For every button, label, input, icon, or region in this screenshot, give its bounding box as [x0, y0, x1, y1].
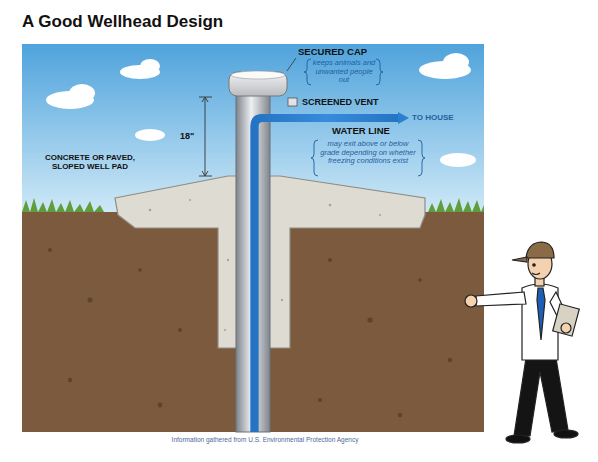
soil-speck	[178, 328, 182, 332]
part-note: keeps animals and unwanted people out	[312, 59, 376, 85]
cloud	[443, 53, 469, 71]
soil-speck	[418, 278, 422, 282]
dimension-18in	[199, 97, 212, 176]
soil-speck	[318, 398, 322, 402]
soil-speck	[48, 248, 52, 252]
dimension-label: 18"	[180, 131, 194, 141]
cap-top	[231, 71, 285, 79]
soil-speck	[88, 298, 93, 303]
brace	[418, 140, 425, 176]
grass-tuft	[428, 198, 484, 212]
clipboard	[553, 304, 580, 336]
shoe	[554, 430, 578, 438]
part-note: may exit above or below grade depending …	[319, 140, 417, 166]
part-label: SCREENED VENT	[302, 97, 379, 107]
inspector-figure	[465, 242, 579, 443]
soil-speck	[68, 378, 72, 382]
leader-line	[287, 58, 296, 71]
cloud	[135, 129, 165, 141]
soil-speck	[328, 258, 332, 262]
shoe	[506, 435, 530, 443]
shirt	[522, 284, 558, 360]
brace	[304, 59, 311, 85]
mouth	[532, 273, 540, 275]
soil-speck	[448, 358, 453, 363]
concrete-speck	[281, 299, 283, 301]
part-label: CONCRETE OR PAVED, SLOPED WELL PAD	[38, 153, 142, 171]
grass-tuft	[22, 198, 104, 212]
flow-label: TO HOUSE	[412, 113, 454, 122]
tie	[537, 288, 545, 340]
dimension-tick	[202, 97, 208, 102]
pointing-arm	[476, 292, 526, 306]
part-label: SECURED CAP	[298, 47, 367, 58]
dimension-line	[205, 98, 206, 175]
hand	[561, 323, 571, 333]
cloud	[140, 59, 160, 73]
hat-brim	[512, 257, 527, 262]
concrete-speck	[189, 199, 191, 201]
brace	[311, 140, 318, 176]
soil-speck	[398, 413, 402, 417]
concrete-speck	[329, 204, 332, 207]
concrete-speck	[227, 259, 229, 261]
concrete-speck	[149, 209, 152, 212]
cloud	[440, 153, 476, 167]
soil-speck	[367, 317, 372, 322]
brace	[376, 59, 383, 85]
hand	[465, 295, 477, 307]
cap-hat	[526, 242, 554, 258]
source-caption: Information gathered from U.S. Environme…	[110, 436, 420, 443]
cloud	[69, 84, 95, 102]
part-label: WATER LINE	[332, 126, 390, 137]
trousers	[514, 358, 568, 436]
flow-arrowhead	[398, 112, 409, 124]
eye	[533, 264, 535, 266]
dimension-tick	[202, 171, 208, 176]
secured-cap	[229, 72, 287, 96]
screened-vent	[288, 98, 297, 106]
soil-speck	[158, 403, 163, 408]
braces	[304, 59, 425, 176]
soil-speck	[138, 268, 142, 272]
concrete-speck	[379, 214, 381, 216]
concrete-speck	[224, 329, 226, 331]
diagram-title: A Good Wellhead Design	[22, 12, 223, 32]
